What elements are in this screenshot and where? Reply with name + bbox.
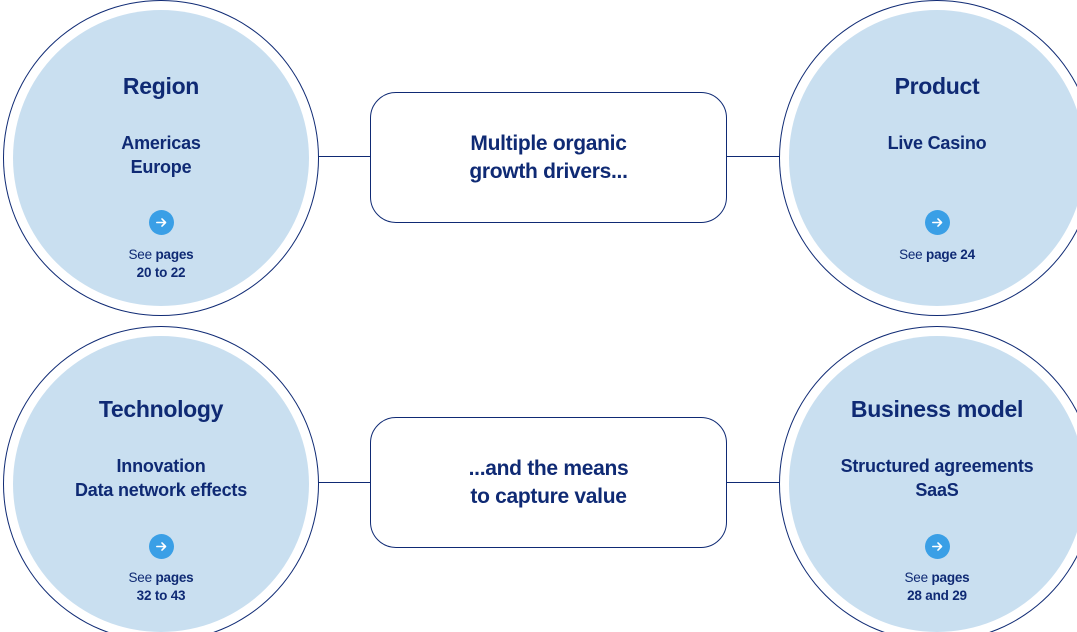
box-text-line: Multiple organic	[470, 131, 627, 155]
page-link[interactable]: page 24	[926, 247, 975, 262]
circle-title: Technology	[98, 396, 224, 422]
pages-range-link[interactable]: 20 to 22	[136, 265, 186, 280]
see-prefix: See	[128, 570, 152, 585]
pages-range-link[interactable]: 32 to 43	[136, 588, 186, 603]
page-reference: See page 24	[789, 246, 1077, 264]
circle-items: Live Casino	[789, 131, 1077, 155]
circle-items: Innovation Data network effects	[13, 454, 309, 502]
pages-range-link[interactable]: 28 and 29	[907, 588, 967, 603]
box-text-line: to capture value	[470, 484, 627, 508]
product-circle: Product Live Casino See page 24	[789, 10, 1077, 306]
circle-item: Europe	[130, 157, 192, 177]
arrow-right-circle-icon[interactable]	[924, 210, 950, 235]
page-reference: See pages 20 to 22	[13, 246, 309, 282]
technology-circle: Technology Innovation Data network effec…	[13, 336, 309, 632]
box-text-line: growth drivers...	[469, 159, 628, 183]
circle-item: Data network effects	[74, 480, 248, 500]
circle-item: Innovation	[116, 456, 206, 476]
connector-line-top-left	[306, 156, 372, 157]
circle-items: Structured agreements SaaS	[789, 454, 1077, 502]
growth-drivers-box: Multiple organic growth drivers...	[370, 92, 727, 223]
arrow-right-circle-icon[interactable]	[924, 534, 950, 559]
connector-line-bottom-right	[726, 482, 792, 483]
business-model-circle: Business model Structured agreements Saa…	[789, 336, 1077, 632]
pages-link[interactable]: pages	[155, 570, 194, 585]
circle-item: Live Casino	[887, 133, 987, 153]
circle-items: Americas Europe	[13, 131, 309, 179]
see-prefix: See	[899, 247, 923, 262]
circle-item: Americas	[121, 133, 201, 153]
circle-title: Region	[122, 73, 200, 99]
circle-item: Structured agreements	[840, 456, 1034, 476]
page-reference: See pages 32 to 43	[13, 569, 309, 605]
circle-title: Product	[894, 73, 980, 99]
see-prefix: See	[904, 570, 928, 585]
see-prefix: See	[128, 247, 152, 262]
page-reference: See pages 28 and 29	[789, 569, 1077, 605]
connector-line-top-right	[726, 156, 792, 157]
capture-value-box: ...and the means to capture value	[370, 417, 727, 548]
arrow-right-circle-icon[interactable]	[148, 210, 174, 235]
arrow-right-circle-icon[interactable]	[148, 534, 174, 559]
region-circle: Region Americas Europe See pages 20 to 2…	[13, 10, 309, 306]
pages-link[interactable]: pages	[155, 247, 194, 262]
circle-item: SaaS	[915, 480, 959, 500]
pages-link[interactable]: pages	[931, 570, 970, 585]
connector-line-bottom-left	[306, 482, 372, 483]
box-text-line: ...and the means	[468, 456, 629, 480]
circle-title: Business model	[850, 396, 1024, 422]
